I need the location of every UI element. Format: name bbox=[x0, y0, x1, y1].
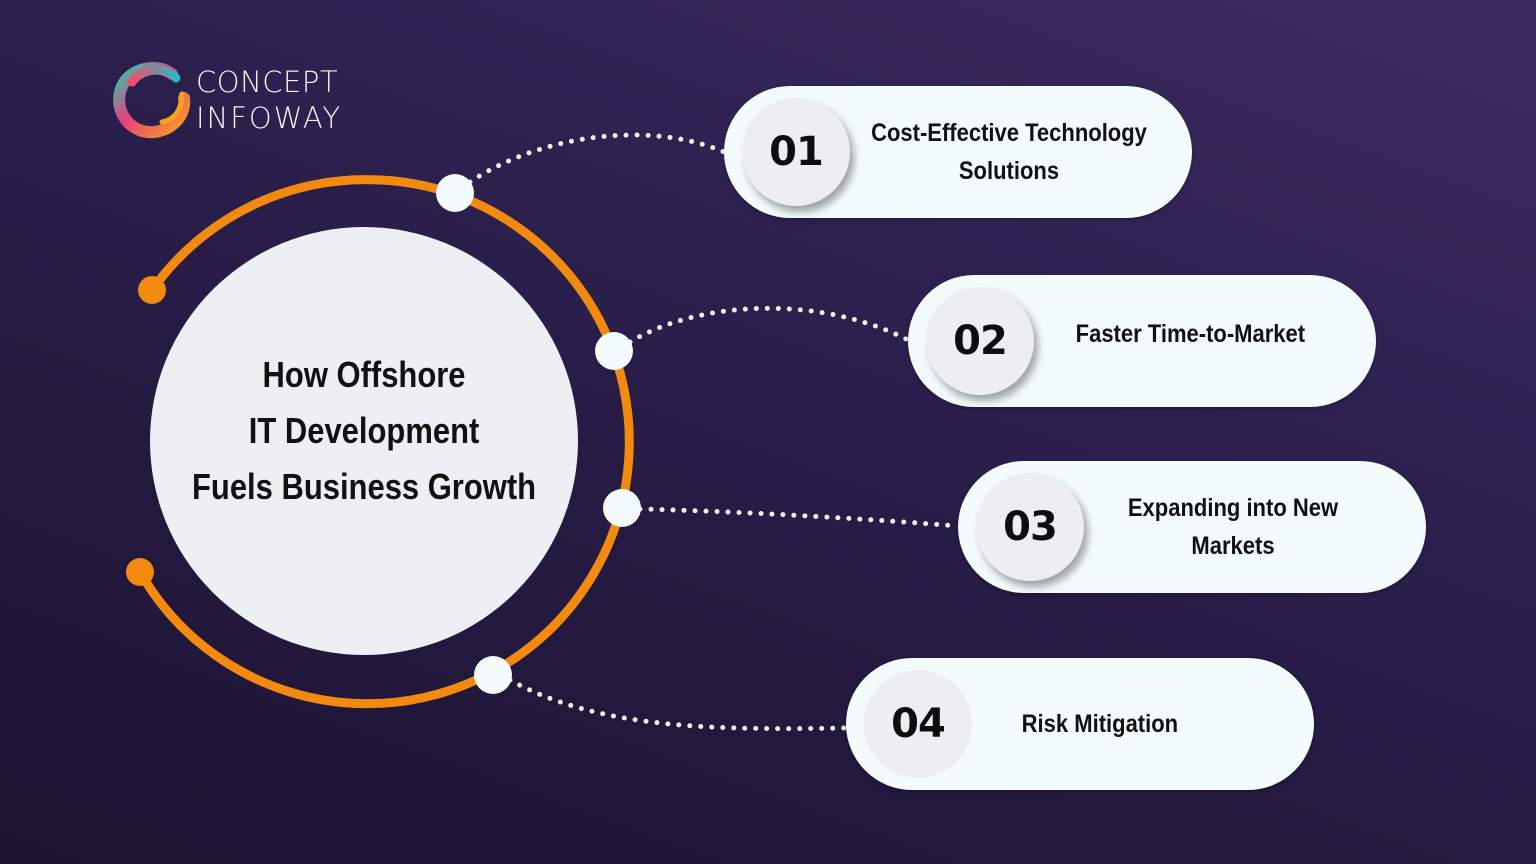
node-01-icon bbox=[436, 174, 474, 212]
connector-04 bbox=[507, 677, 849, 732]
brand-name: CONCEPT INFOWAY bbox=[196, 64, 342, 136]
item-label: Cost-Effective Technology Solutions bbox=[871, 119, 1147, 185]
arc-endpoint-top-icon bbox=[138, 276, 166, 304]
item-card-02: 02 Faster Time-to-Market bbox=[908, 275, 1376, 407]
item-card-04: 04 Risk Mitigation bbox=[846, 658, 1314, 790]
item-card-01: 01 Cost-Effective Technology Solutions bbox=[724, 86, 1192, 218]
item-label: Risk Mitigation bbox=[1021, 710, 1179, 738]
node-04-icon bbox=[474, 656, 512, 694]
brand-line-1: CONCEPT bbox=[196, 65, 339, 99]
connector-03 bbox=[637, 506, 961, 529]
arc-endpoint-bottom-icon bbox=[126, 558, 154, 586]
brand-logo: CONCEPT INFOWAY bbox=[112, 60, 352, 140]
item-label: Faster Time-to-Market bbox=[1075, 320, 1305, 348]
item-label: Expanding into New Markets bbox=[1127, 494, 1339, 560]
item-number-badge: 01 bbox=[742, 98, 850, 206]
item-number-badge: 03 bbox=[976, 473, 1084, 581]
node-03-icon bbox=[603, 489, 641, 527]
node-02-icon bbox=[595, 332, 633, 370]
connector-02 bbox=[627, 305, 911, 345]
hub-title: How Offshore IT Development Fuels Busine… bbox=[191, 354, 537, 507]
orange-arc bbox=[135, 175, 634, 709]
item-number-badge: 04 bbox=[864, 670, 972, 778]
brand-line-2: INFOWAY bbox=[196, 101, 343, 135]
item-number-badge: 02 bbox=[926, 287, 1034, 395]
hub-circle: How Offshore IT Development Fuels Busine… bbox=[150, 227, 578, 655]
swirl-c-logo-icon bbox=[113, 62, 191, 139]
connector-01 bbox=[467, 132, 727, 185]
item-card-03: 03 Expanding into New Markets bbox=[958, 461, 1426, 593]
